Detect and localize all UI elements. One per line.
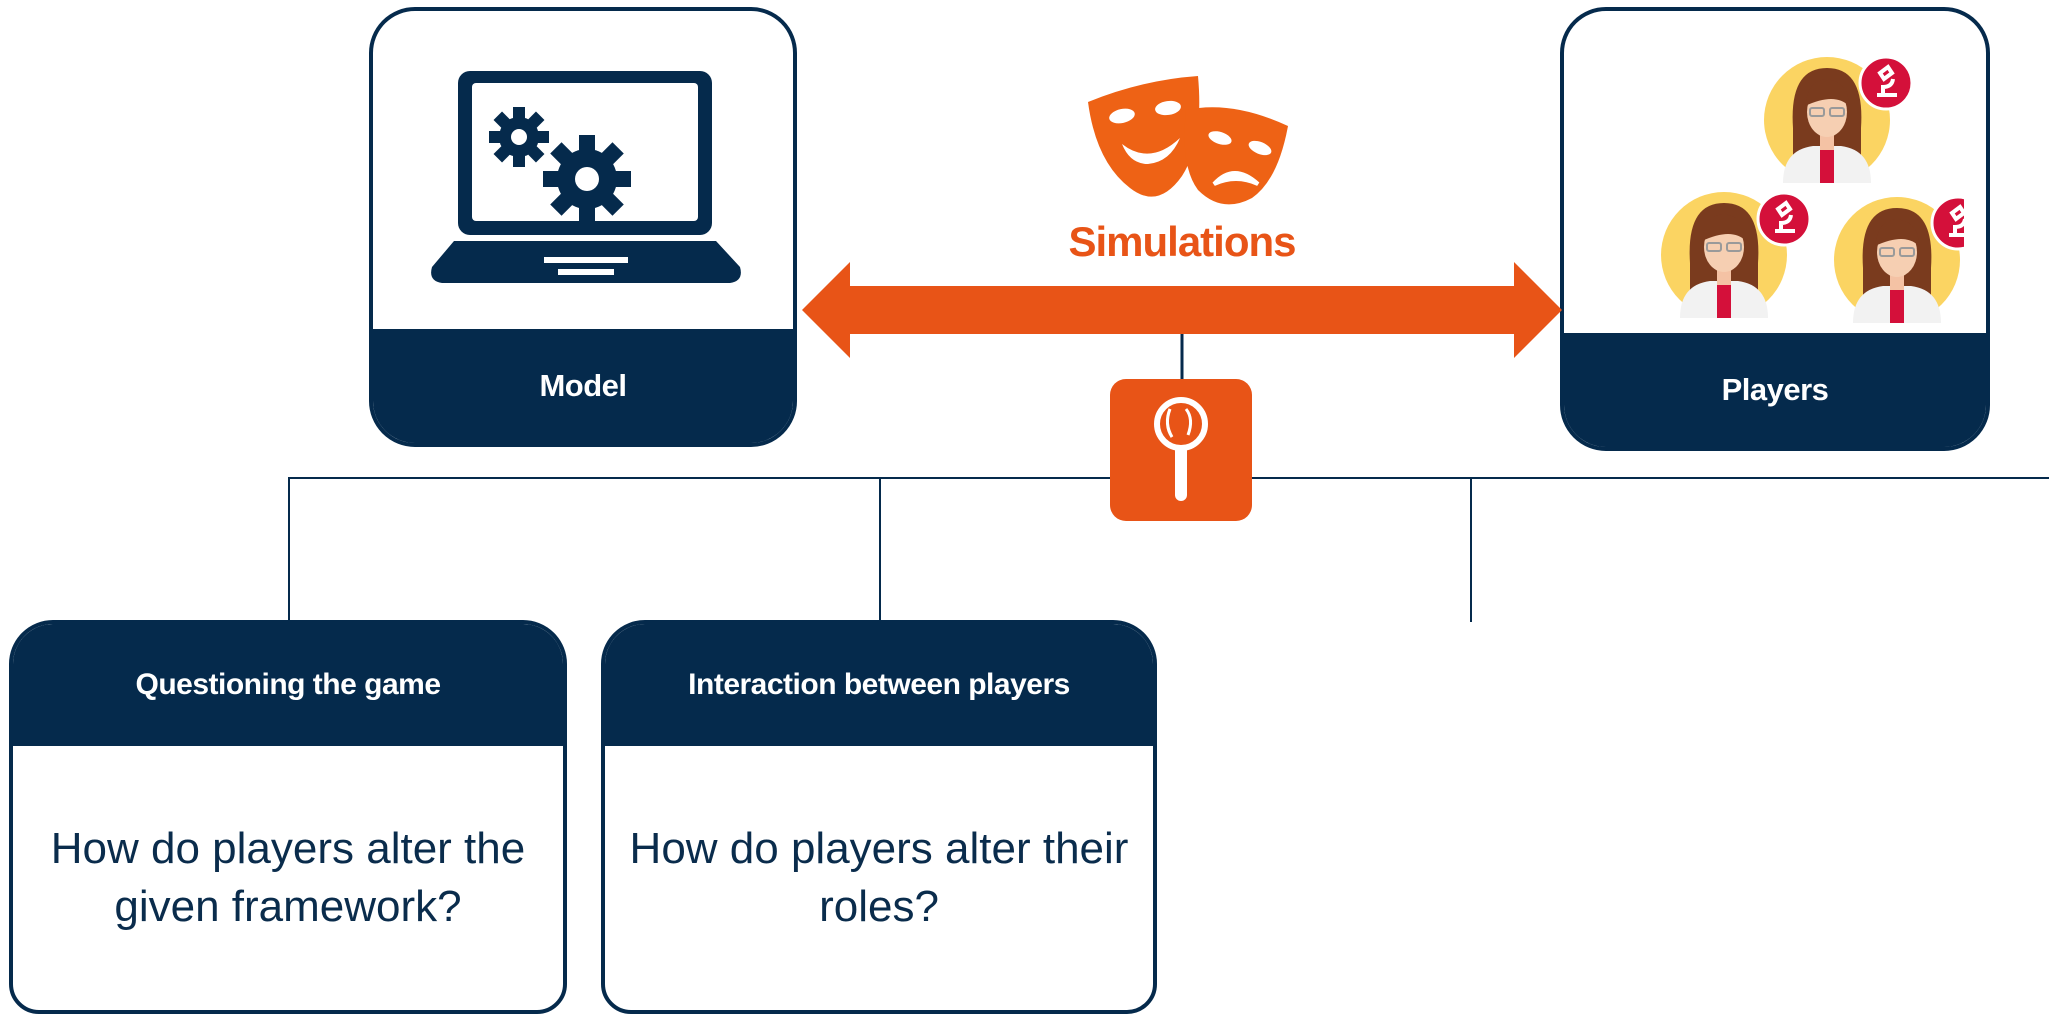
theater-masks-icon (1082, 72, 1292, 206)
card-title: Interaction between players (605, 624, 1153, 746)
scientist-avatars-icon (1604, 43, 1964, 327)
card-question: How do players alter the given framework… (50, 824, 526, 931)
model-label: Model (373, 329, 793, 443)
simulations-label: Simulations (1068, 218, 1296, 265)
card-interaction-between-players: Interaction between players How do playe… (601, 620, 1157, 1014)
double-arrow-icon (802, 262, 1562, 358)
card-questioning-the-game: Questioning the game How do players alte… (9, 620, 567, 1014)
players-box: Players (1560, 7, 1990, 451)
laptop-gears-icon (428, 69, 744, 291)
players-label: Players (1564, 333, 1986, 447)
magnifying-glass-icon (1110, 379, 1252, 521)
model-box: Model (369, 7, 797, 447)
card-title: Questioning the game (13, 624, 563, 746)
card-question: How do players alter their roles? (629, 824, 1129, 931)
